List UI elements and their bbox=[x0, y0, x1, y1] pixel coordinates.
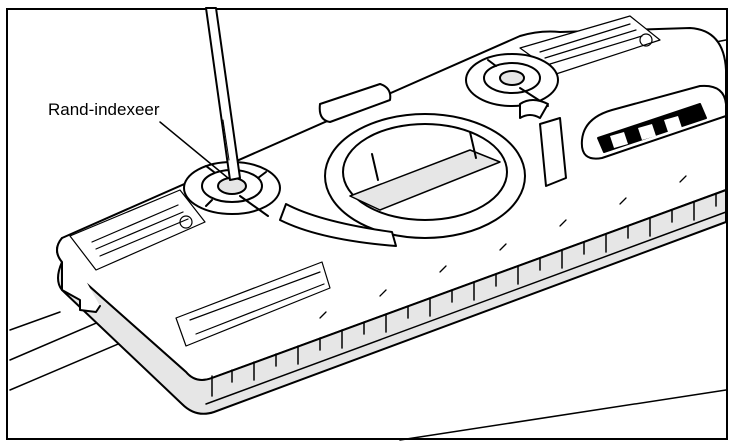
center-cutout bbox=[324, 113, 526, 239]
jig-left-end bbox=[56, 237, 101, 313]
right-warning-label bbox=[519, 15, 661, 75]
callout-leader-line bbox=[159, 121, 229, 179]
clamp-tabs bbox=[279, 83, 567, 247]
thickness-chart-label bbox=[175, 261, 331, 347]
edge-index-knob bbox=[183, 161, 281, 217]
jig-front-edge bbox=[57, 189, 727, 415]
right-index-knob bbox=[465, 53, 559, 107]
left-warning-label bbox=[69, 189, 206, 271]
top-scale-ticks bbox=[319, 175, 687, 319]
ruler-scale bbox=[205, 193, 727, 405]
kreg-logo-badge bbox=[580, 84, 727, 160]
callout-label: Rand-indexeer bbox=[48, 100, 160, 119]
screwdriver bbox=[205, 7, 241, 181]
figure-frame bbox=[6, 8, 728, 440]
